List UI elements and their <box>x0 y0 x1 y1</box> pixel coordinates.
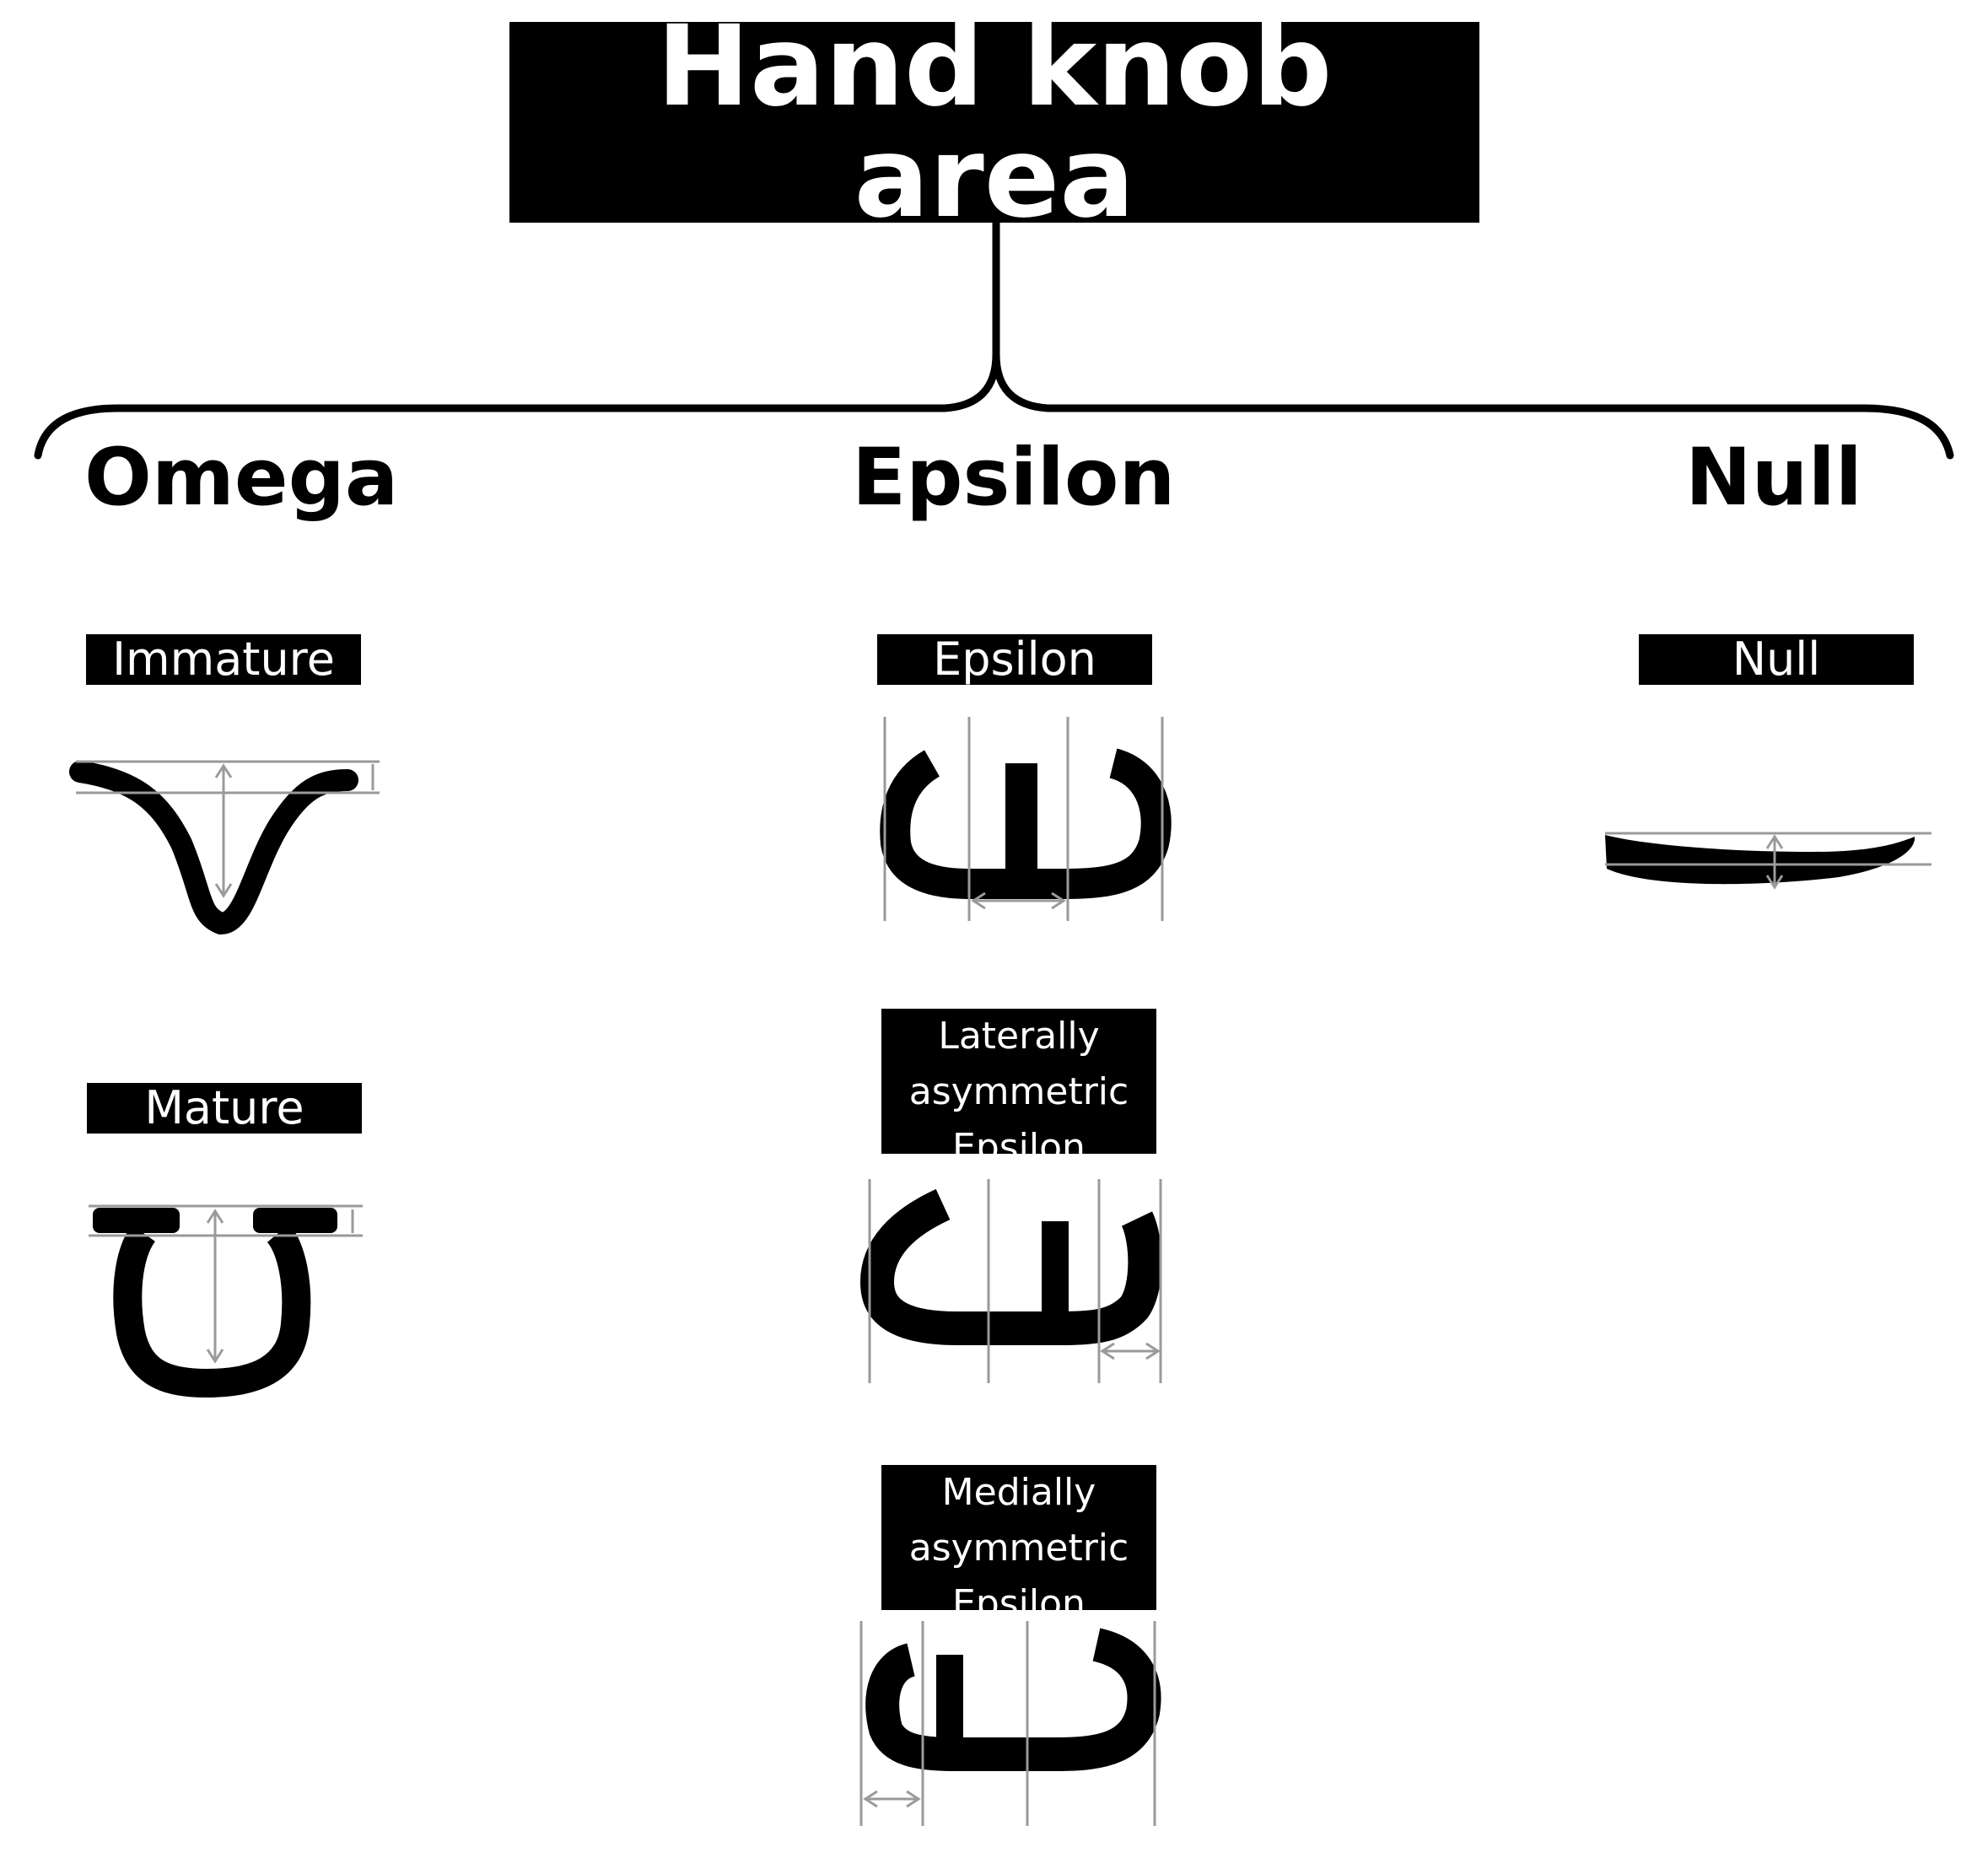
variant-label-laterally-asymmetric-epsilon: Laterally asymmetric Epsilon <box>881 1009 1156 1154</box>
label-line: Epsilon <box>952 1582 1086 1610</box>
epsilon-shape <box>880 717 1172 921</box>
null-shape <box>1605 832 1931 890</box>
label-line: Laterally <box>938 1015 1100 1058</box>
label-line: asymmetric <box>908 1070 1129 1113</box>
variant-label-mature: Mature <box>87 1083 362 1134</box>
variant-label-immature: Immature <box>86 634 361 685</box>
variant-label-epsilon: Epsilon <box>877 634 1152 685</box>
label-line: Medially <box>941 1471 1096 1514</box>
label-line: asymmetric <box>908 1527 1129 1570</box>
category-heading-null: Null <box>1685 432 1863 524</box>
hierarchy-brace <box>34 218 1954 460</box>
category-heading-omega: Omega <box>84 432 399 524</box>
category-heading-epsilon: Epsilon <box>852 432 1176 524</box>
label-line: Epsilon <box>952 1126 1086 1154</box>
medially-asymmetric-epsilon-shape <box>859 1621 1161 1826</box>
immature-omega-shape <box>69 760 380 935</box>
laterally-asymmetric-epsilon-shape <box>859 1179 1162 1383</box>
variant-label-medially-asymmetric-epsilon: Medially asymmetric Epsilon <box>881 1465 1156 1610</box>
mature-omega-shape <box>89 1204 363 1398</box>
diagram-title: Hand knob area <box>509 22 1479 223</box>
variant-label-null: Null <box>1639 634 1914 685</box>
